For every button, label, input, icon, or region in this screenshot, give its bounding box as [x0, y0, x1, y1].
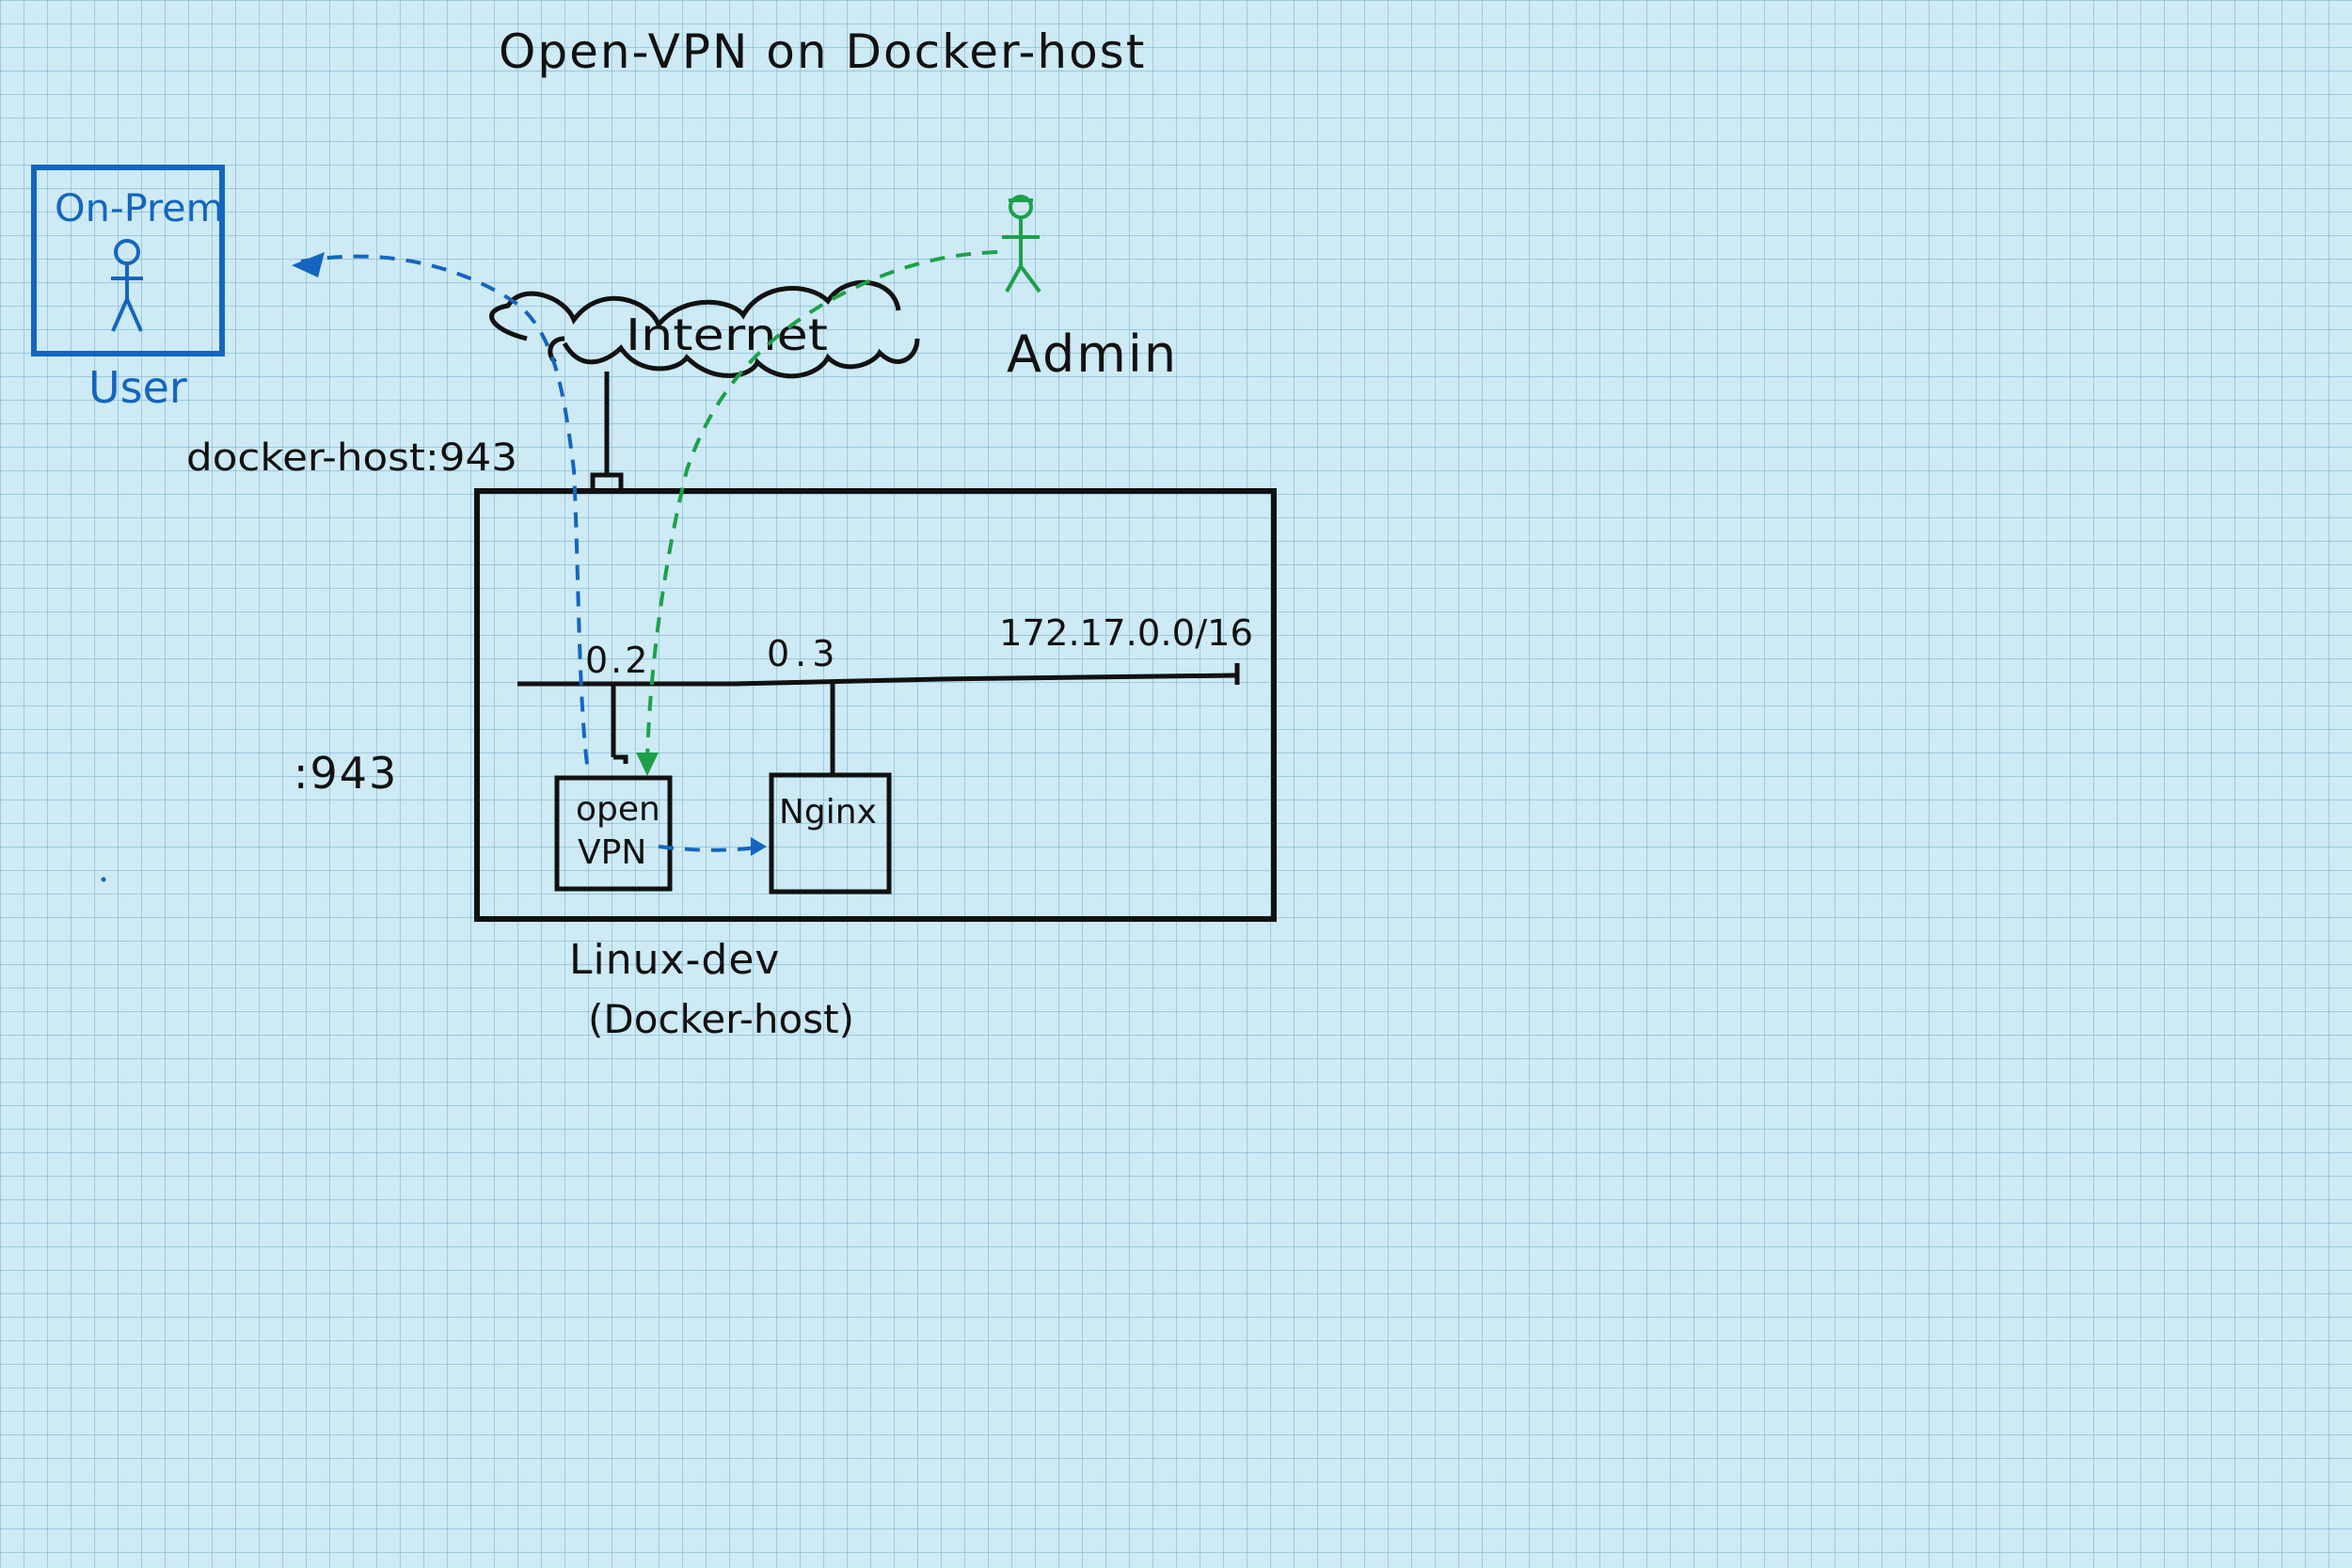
nginx-ip-label: 0.3	[767, 633, 840, 674]
openvpn-label-line1: open	[576, 790, 660, 829]
nginx-container-box	[769, 772, 892, 895]
user-to-nginx-arrowhead-icon	[751, 837, 767, 856]
openvpn-ip-label: 0.2	[585, 640, 650, 681]
port-label: :943	[294, 748, 398, 799]
docker-host-box	[474, 488, 1277, 922]
admin-arrowhead-icon	[636, 752, 659, 776]
diagram-title: Open-VPN on Docker-host	[499, 24, 1146, 79]
host-name-label: Linux-dev	[569, 936, 780, 984]
docker-host-port-label: docker-host:943	[186, 436, 517, 480]
host-subtitle-label: (Docker-host)	[588, 996, 854, 1042]
user-label: User	[88, 362, 187, 413]
admin-stick-figure-icon	[1002, 195, 1041, 293]
user-arrowhead-icon	[292, 252, 325, 277]
internet-label: Internet	[626, 309, 828, 360]
stray-ink-dot	[101, 877, 106, 882]
user-connection-path	[300, 254, 763, 852]
on-prem-label: On-Prem	[55, 187, 224, 230]
subnet-label: 172.17.0.0/16	[999, 612, 1253, 654]
user-stick-figure-icon	[111, 239, 143, 332]
internet-uplink	[590, 372, 624, 489]
on-prem-group: On-Prem User	[31, 165, 225, 413]
openvpn-label-line2: VPN	[578, 833, 646, 872]
nginx-label: Nginx	[779, 793, 877, 832]
on-prem-box	[31, 165, 225, 356]
openvpn-container-box	[554, 775, 673, 892]
docker-network-bus	[517, 663, 1240, 773]
admin-label: Admin	[1007, 325, 1178, 384]
